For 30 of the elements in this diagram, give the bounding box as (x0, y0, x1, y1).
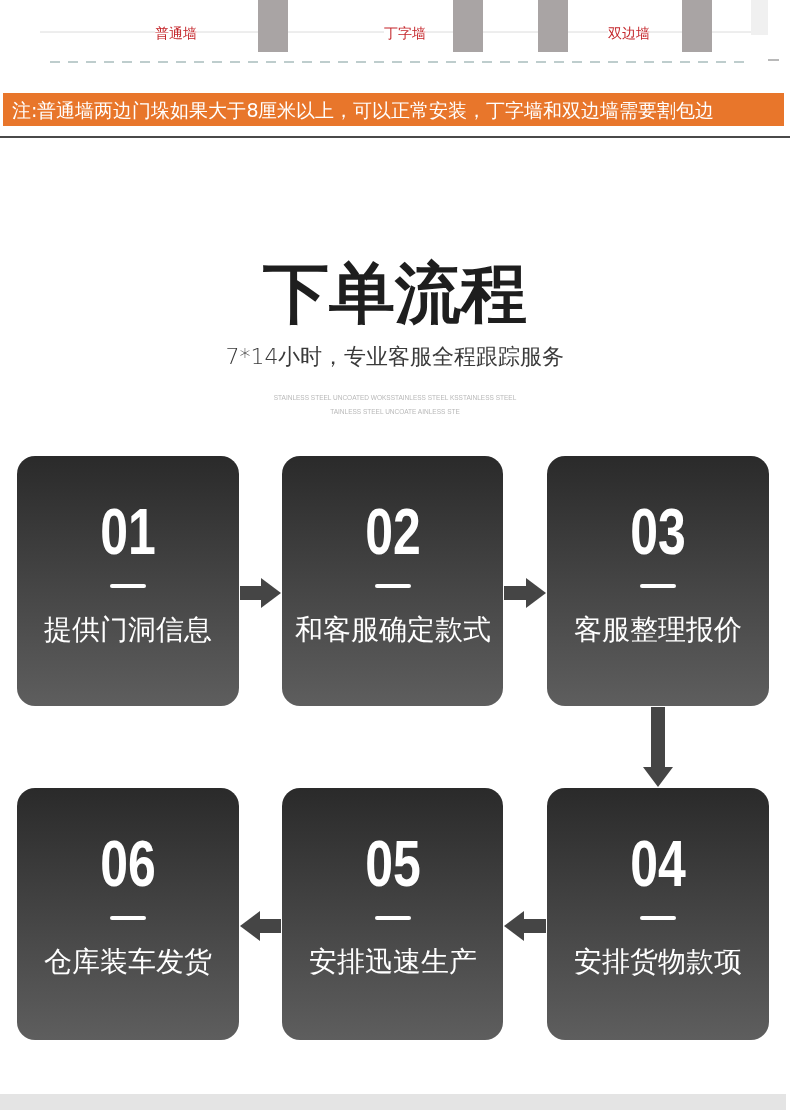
step-number: 06 (100, 832, 156, 896)
wall-type-label: 双边墙 (608, 24, 650, 42)
step-card (282, 788, 503, 1040)
step-card (17, 456, 239, 706)
page-title: 下单流程 (263, 254, 527, 334)
step-number: 01 (100, 500, 156, 564)
note-banner (3, 93, 784, 126)
step-label: 和客服确定款式 (294, 613, 491, 647)
arrow (240, 911, 281, 941)
arrow (504, 578, 546, 608)
step-label: 客服整理报价 (574, 613, 742, 647)
subtitle: 7*14小时，专业客服全程跟踪服务 (225, 343, 565, 371)
step-card (282, 456, 503, 706)
wall-type-label: 普通墙 (155, 24, 197, 42)
arrow (504, 911, 546, 941)
step-label: 提供门洞信息 (44, 613, 212, 647)
step-number: 05 (364, 832, 421, 896)
wall-type-label: 丁字墙 (384, 24, 426, 42)
step-label: 仓库装车发货 (44, 945, 212, 979)
step-card (17, 788, 239, 1040)
arrow (643, 707, 673, 787)
step-number: 04 (630, 832, 686, 896)
step-label: 安排货物款项 (574, 945, 742, 979)
step-label: 安排迅速生产 (308, 945, 477, 979)
step-card (547, 788, 769, 1040)
step-number: 02 (364, 500, 421, 564)
step-card (547, 456, 769, 706)
step-number: 03 (630, 500, 686, 564)
arrow (240, 578, 281, 608)
note-text: 注:普通墙两边门垛如果大于8厘米以上，可以正常安装，丁字墙和双边墙需要割包边 (11, 97, 715, 122)
